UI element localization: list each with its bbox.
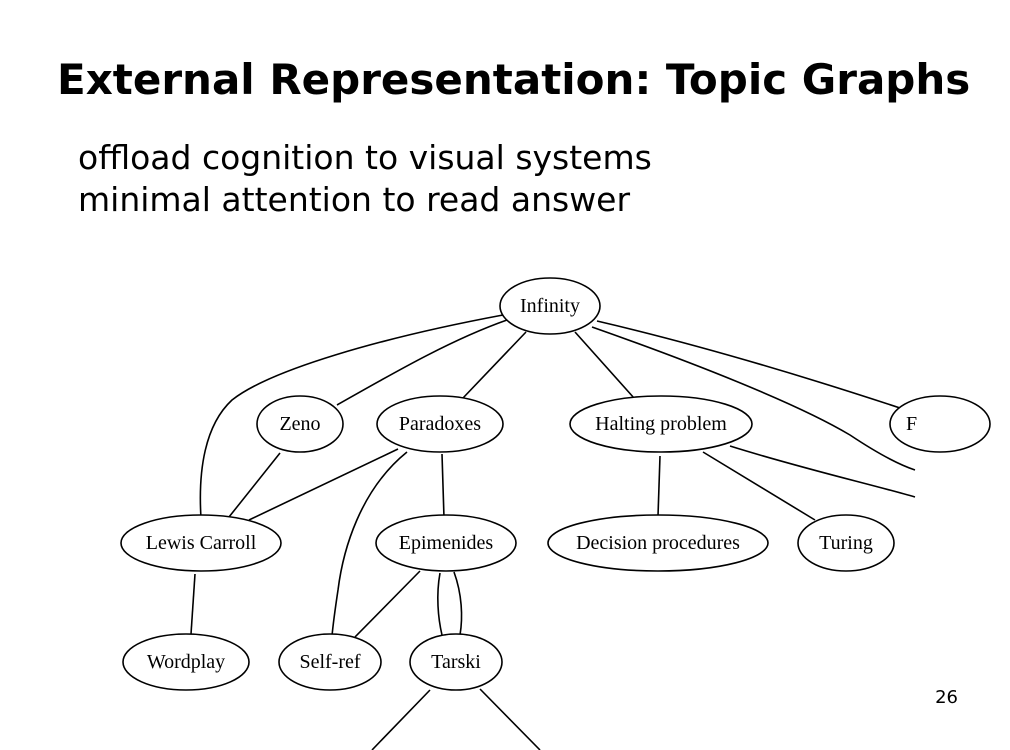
page-number: 26 [935,687,958,708]
edge-lewis-carroll-wordplay [190,573,196,635]
bullet-item: minimal attention to read answer [78,180,631,219]
edge-infinity-halting [574,331,635,399]
node-label: Self-ref [299,651,360,673]
bullet-item: offload cognition to visual systems [78,138,652,177]
node-shape [375,514,517,572]
node-label: Halting problem [595,413,727,435]
node-label: Paradoxes [399,413,481,435]
node-shape [122,633,250,691]
node-epimenides: Epimenides [375,514,517,572]
edge-infinity-zeno [336,319,508,406]
node-turing: Turing [797,514,895,572]
graph-nodes: Infinity Zeno Paradoxes Halting problem … [120,277,991,691]
node-cut-off: F [889,395,991,453]
node-label: F [906,413,917,435]
node-shape [120,514,282,572]
node-paradoxes: Paradoxes [376,395,504,453]
node-self-ref: Self-ref [278,633,382,691]
graph-edges [190,314,916,750]
node-label: Decision procedures [576,532,740,554]
node-label: Turing [819,532,873,554]
node-shape [376,395,504,453]
node-shape [797,514,895,572]
node-label: Tarski [431,651,481,673]
node-label: Epimenides [399,532,494,554]
node-shape [256,395,344,453]
edge-tarski-off-page-1 [371,689,431,750]
slide-title: External Representation: Topic Graphs [57,55,971,104]
bullet-list: offload cognition to visual systems mini… [78,137,652,221]
node-shape [889,395,991,453]
edge-paradoxes-lewis-carroll [248,448,399,521]
node-wordplay: Wordplay [122,633,250,691]
node-infinity: Infinity [499,277,601,335]
node-shape [569,395,753,453]
node-lewis-carroll: Lewis Carroll [120,514,282,572]
edge-infinity-off-page [591,326,916,471]
node-halting-problem: Halting problem [569,395,753,453]
edge-infinity-lewis-carroll [199,314,504,519]
edge-halting-decision [657,455,661,517]
node-label: Wordplay [147,651,225,673]
node-shape [499,277,601,335]
edge-epimenides-tarski-1 [437,572,443,636]
node-zeno: Zeno [256,395,344,453]
node-shape [278,633,382,691]
node-shape [409,633,503,691]
edge-paradoxes-epimenides [441,453,445,519]
node-tarski: Tarski [409,633,503,691]
node-label: Infinity [520,295,580,317]
edge-infinity-paradoxes [462,331,527,399]
edge-epimenides-self-ref [354,570,421,638]
edge-epimenides-tarski-2 [453,571,463,636]
edge-paradoxes-self-ref [331,451,408,637]
node-decision-procedures: Decision procedures [547,514,769,572]
edge-tarski-off-page-2 [479,688,541,750]
node-label: Lewis Carroll [146,532,257,554]
edge-halting-turing [702,451,816,521]
node-label: Zeno [279,413,320,435]
edge-halting-off-page [729,445,916,498]
node-shape [547,514,769,572]
edge-infinity-cut-off-node [596,320,901,409]
edge-zeno-lewis-carroll [228,452,281,518]
